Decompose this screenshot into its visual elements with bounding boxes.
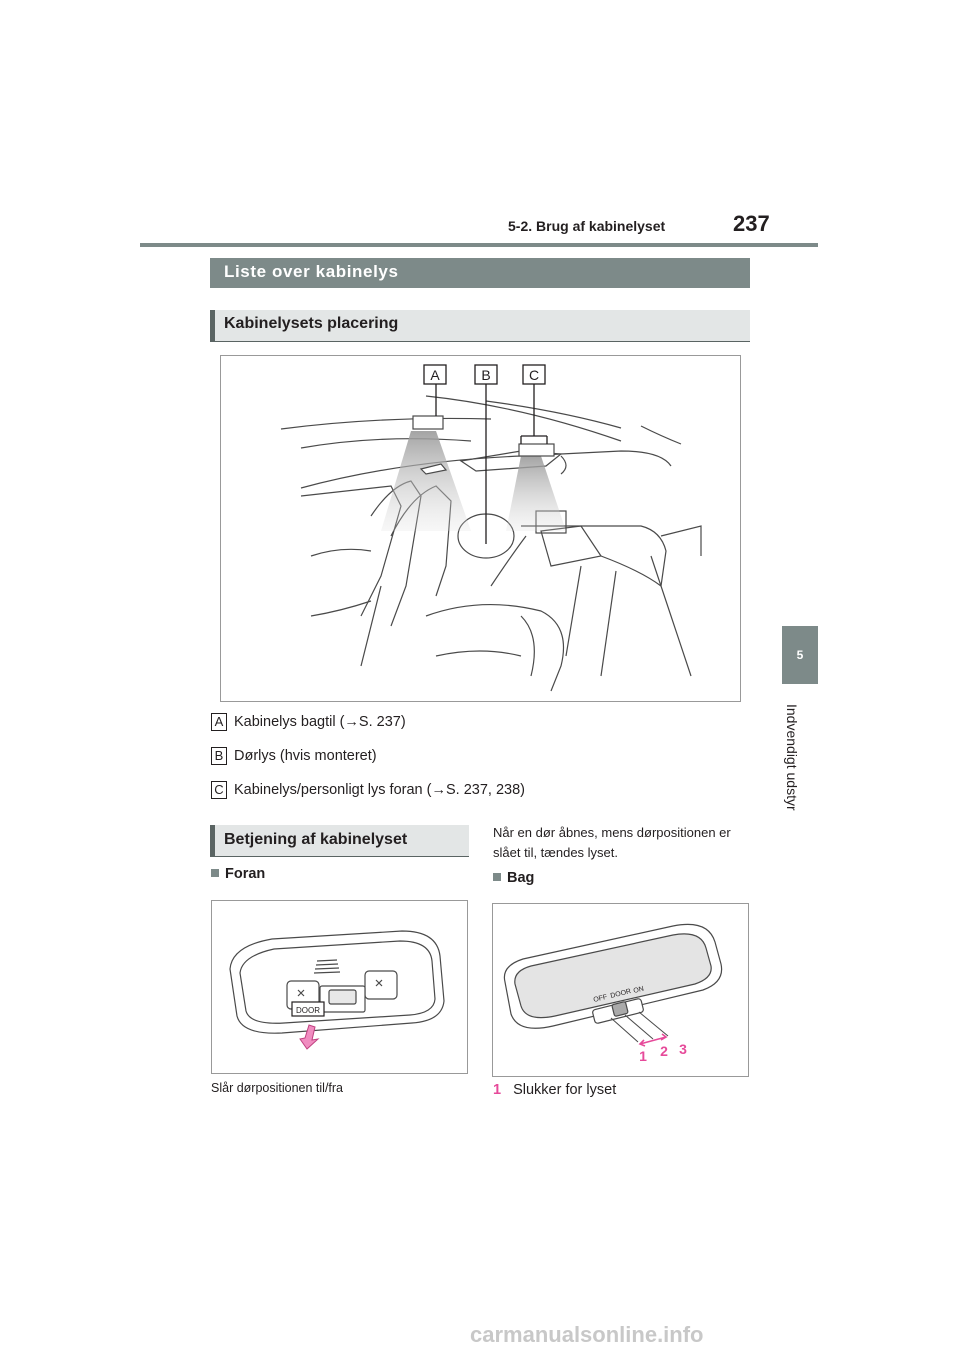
position-3-label: 3 xyxy=(679,1041,687,1057)
arrow-right-icon: → xyxy=(344,713,359,730)
arrow-right-icon: → xyxy=(431,781,446,798)
placement-heading: Kabinelysets placering xyxy=(210,310,750,342)
label-a: A xyxy=(430,367,440,383)
legend-key-b: B xyxy=(211,747,227,765)
position-2-label: 2 xyxy=(660,1043,668,1059)
door-switch xyxy=(291,1001,325,1017)
label-box-c xyxy=(522,364,546,385)
section-title: 5-2. Brug af kabinelyset xyxy=(508,218,666,234)
rear-subheading: Bag xyxy=(493,870,534,886)
page-number: 237 xyxy=(733,211,770,236)
rear-item-1-number: 1 xyxy=(493,1082,502,1098)
pointing-arrow-icon xyxy=(299,1024,320,1050)
legend-item-a: A Kabinelys bagtil (→S. 237) xyxy=(211,713,406,733)
cabin-light-locations-figure: A B C xyxy=(220,355,741,702)
rear-light-figure: OFF DOOR ON 1 2 3 xyxy=(492,903,749,1077)
header-rule xyxy=(140,243,818,247)
legend-ref-a: S. 237) xyxy=(358,713,406,730)
legend-text-b: Dørlys (hvis monteret) xyxy=(234,747,377,764)
front-subheading: Foran xyxy=(211,866,265,882)
label-b: B xyxy=(481,367,490,383)
label-box-a xyxy=(423,364,447,385)
position-1-label: 1 xyxy=(639,1048,647,1064)
chapter-tab: 5 xyxy=(782,626,818,684)
door-position-note: Når en dør åbnes, mens dørpositionen er … xyxy=(493,825,731,860)
front-console-illustration: DOOR xyxy=(229,930,445,1050)
legend-text-c: Kabinelys/personligt lys foran ( xyxy=(234,781,432,798)
legend-text-a: Kabinelys bagtil ( xyxy=(234,713,345,730)
rear-switch-off-label: OFF xyxy=(593,994,608,1004)
rear-item-1: 1 Slukker for lyset xyxy=(493,1082,616,1098)
operation-heading: Betjening af kabinelyset xyxy=(210,825,469,857)
square-bullet-icon xyxy=(493,873,501,881)
chapter-label: Indvendigt udstyr xyxy=(770,704,830,854)
rear-switch-on-label: ON xyxy=(633,986,645,995)
watermark: carmanualsonline.info xyxy=(470,1322,704,1347)
legend-key-a: A xyxy=(211,713,227,731)
legend-item-b: B Dørlys (hvis monteret) xyxy=(211,747,377,767)
front-light-fixture xyxy=(518,443,555,457)
legend-item-c: C Kabinelys/personligt lys foran (→S. 237… xyxy=(211,781,525,801)
legend-key-c: C xyxy=(211,781,227,799)
label-c: C xyxy=(529,367,539,383)
door-switch-label: DOOR xyxy=(296,1006,320,1015)
label-box-b xyxy=(474,364,498,385)
front-caption: Slår dørpositionen til/fra xyxy=(211,1081,344,1095)
front-title: Foran xyxy=(225,866,266,882)
main-heading: Liste over kabinelys xyxy=(210,258,750,288)
cabin-illustration: A B C xyxy=(280,364,702,692)
legend-ref-c: S. 237, 238) xyxy=(445,781,525,798)
front-light-figure: DOOR xyxy=(211,900,468,1074)
chapter-label-text: Indvendigt udstyr xyxy=(784,704,800,811)
rear-switch-door-label: DOOR xyxy=(610,988,632,1000)
rear-title: Bag xyxy=(507,870,535,886)
rear-light-fixture xyxy=(412,415,444,430)
rear-item-1-text: Slukker for lyset xyxy=(513,1082,617,1098)
rear-light-illustration: OFF DOOR ON 1 2 3 xyxy=(503,923,723,1064)
square-bullet-icon xyxy=(211,869,219,877)
